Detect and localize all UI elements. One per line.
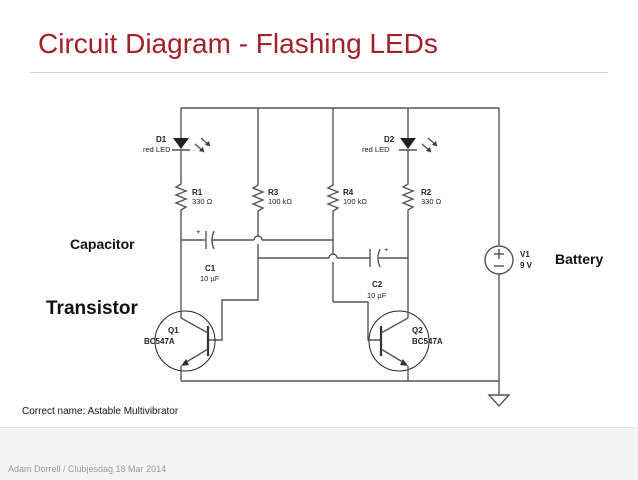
d1-value: red LED — [143, 145, 171, 154]
capacitor-c2 — [369, 248, 408, 268]
svg-text:+: + — [384, 245, 389, 254]
svg-text:+: + — [196, 227, 201, 236]
transistor-q1 — [154, 305, 216, 381]
q2-value: BC547A — [412, 337, 443, 346]
c1-ref: C1 — [205, 264, 216, 273]
transistor-q2 — [368, 310, 430, 381]
ground-icon — [487, 394, 511, 408]
resistor-r3 — [251, 108, 265, 258]
q2-ref: Q2 — [412, 326, 423, 335]
led-d2 — [399, 108, 438, 178]
d2-value: red LED — [362, 145, 390, 154]
resistor-r1 — [174, 178, 188, 215]
title-divider — [30, 72, 608, 73]
q1-value: BC547A — [144, 337, 175, 346]
battery-v1 — [484, 108, 514, 395]
r3-value: 100 kΩ — [268, 197, 292, 206]
slide-title: Circuit Diagram - Flashing LEDs — [38, 28, 438, 59]
capacitor-annotation: Capacitor — [70, 236, 135, 252]
c1-value: 10 µF — [200, 274, 220, 283]
r4-ref: R4 — [343, 188, 354, 197]
c2-value: 10 µF — [367, 291, 387, 300]
capacitor-c1 — [181, 230, 333, 250]
resistor-r4 — [326, 108, 380, 341]
c2-ref: C2 — [372, 280, 383, 289]
battery-annotation: Battery — [555, 251, 604, 267]
v1-ref: V1 — [520, 250, 530, 259]
d1-ref: D1 — [156, 135, 167, 144]
r4-value: 100 kΩ — [343, 197, 367, 206]
transistor-annotation: Transistor — [46, 298, 138, 319]
footer-text: Adam Dorrell / Clubjesdag 18 Mar 2014 — [8, 464, 167, 474]
footer-bar — [0, 427, 638, 480]
r1-value: 330 Ω — [192, 197, 213, 206]
led-d1 — [172, 108, 211, 178]
q1-ref: Q1 — [168, 326, 179, 335]
d2-ref: D2 — [384, 135, 395, 144]
r3-ref: R3 — [268, 188, 279, 197]
v1-value: 9 V — [520, 261, 533, 270]
r1-ref: R1 — [192, 188, 203, 197]
resistor-r2 — [401, 178, 415, 312]
r2-value: 330 Ω — [421, 197, 442, 206]
r2-ref: R2 — [421, 188, 432, 197]
correct-name-note: Correct name: Astable Multivibrator — [22, 406, 179, 417]
